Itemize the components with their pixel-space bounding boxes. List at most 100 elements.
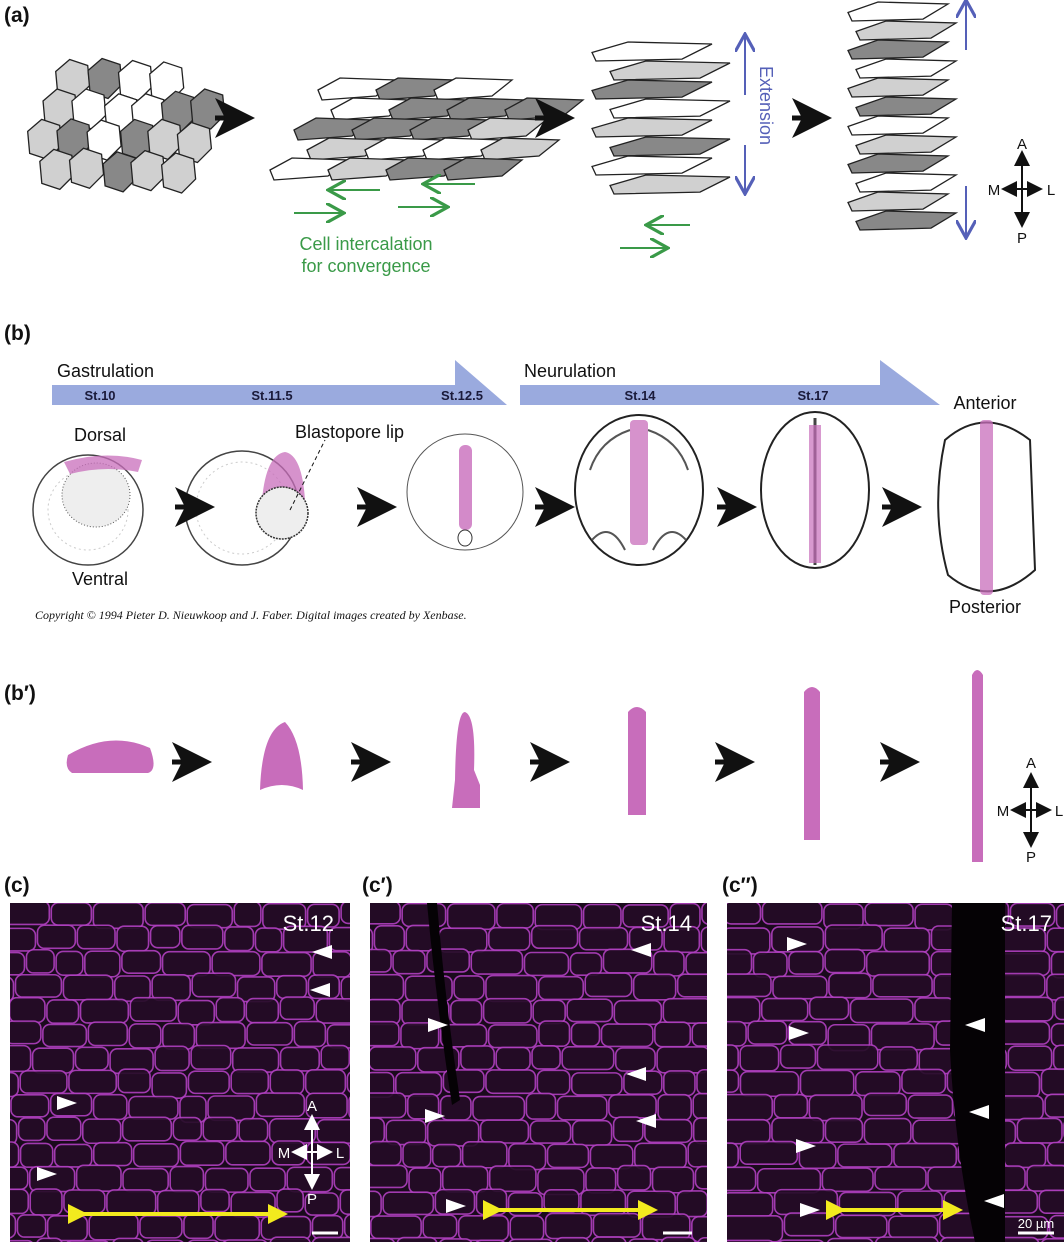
cell-outline <box>556 1095 608 1121</box>
cell <box>847 1 951 22</box>
cell-outline <box>798 1141 837 1170</box>
cell-outline <box>771 926 825 953</box>
cell-outline <box>1009 903 1056 927</box>
arrowhead-left <box>626 1067 646 1081</box>
cell-outline <box>874 1166 927 1191</box>
arrowhead-right <box>446 1199 466 1213</box>
cell-outline <box>485 1069 537 1095</box>
cell <box>591 41 713 62</box>
cell-outline <box>87 1021 129 1047</box>
cell-outline <box>863 1117 912 1145</box>
cell-outline <box>348 1096 350 1118</box>
axis-l: L <box>1055 803 1063 820</box>
cell-outline <box>1046 1141 1064 1167</box>
panel-a-label: (a) <box>4 4 30 27</box>
cell <box>847 77 951 98</box>
stage-label: St.11.5 <box>251 388 292 403</box>
gastrulation-bar <box>52 360 507 405</box>
cell-outline <box>276 1188 305 1213</box>
cell-outline <box>727 1215 784 1242</box>
cell-outline <box>657 1093 692 1122</box>
notochord-shape-st10 <box>66 740 154 773</box>
gastrulation-label: Gastrulation <box>57 361 154 381</box>
cell-outline <box>696 1068 707 1096</box>
cell-outline <box>370 1020 400 1047</box>
cell-outline <box>161 950 211 977</box>
cell-outline <box>333 1166 350 1191</box>
cell-outline <box>907 1094 954 1119</box>
cell-outline <box>63 1189 106 1214</box>
cell-outline <box>727 1093 774 1122</box>
cell-outline <box>1038 1189 1064 1215</box>
cell-outline <box>36 1237 63 1242</box>
cell-outline <box>10 996 46 1024</box>
cell-outline <box>694 1165 707 1190</box>
axis-cross-b-prime: A P M L <box>997 755 1063 866</box>
cell-outline <box>662 997 707 1024</box>
cell-outline <box>92 1093 128 1121</box>
cell-outline <box>81 1118 122 1145</box>
cell-outline <box>246 1021 294 1046</box>
cell-outline <box>701 903 707 925</box>
cell-outline <box>169 1165 205 1193</box>
axis-m: M <box>988 182 1001 199</box>
cell-outline <box>151 973 191 1002</box>
cell-outline <box>453 975 485 1000</box>
cell <box>190 88 226 130</box>
cell-sheet-intercalating <box>269 77 585 181</box>
cell-outline <box>816 1044 879 1071</box>
micrograph-st17 <box>727 903 1064 1242</box>
stage-label-st14: St.14 <box>641 911 692 936</box>
panel-c-double-prime-label: (c″) <box>722 874 758 897</box>
cell-outline <box>592 1212 642 1238</box>
cell-outline <box>117 1068 151 1094</box>
cell-outline <box>215 996 246 1023</box>
cell-outline <box>204 1167 249 1193</box>
cell-outline <box>311 1214 344 1240</box>
arrowhead-right <box>428 1018 448 1032</box>
cell-outline <box>19 1069 68 1094</box>
cell-outline <box>888 1215 939 1240</box>
cell-outline <box>578 926 629 951</box>
cell-outline <box>727 1166 757 1192</box>
cell-outline <box>632 973 677 1001</box>
cell-outline <box>370 1215 422 1240</box>
cell-outline <box>112 1237 144 1242</box>
cell-outline <box>29 1188 63 1216</box>
cell-outline <box>697 1236 707 1242</box>
cell <box>855 210 959 231</box>
dorsal-label: Dorsal <box>74 425 126 445</box>
cell-outline <box>824 1117 864 1143</box>
cell-outline <box>275 974 308 1000</box>
cell-outline <box>613 999 663 1026</box>
cell-outline <box>879 1046 919 1071</box>
cell-outline <box>195 1021 246 1050</box>
cell-outline <box>1052 1044 1064 1071</box>
cell-outline <box>555 1236 590 1242</box>
cell-outline <box>16 1214 47 1238</box>
cell-outline <box>311 1236 350 1242</box>
cell-outline <box>74 1046 109 1071</box>
axis-cross-a: A P M L <box>988 136 1055 247</box>
cell-outline <box>279 1046 321 1072</box>
neurulation-bar <box>520 360 940 405</box>
cell-outline <box>600 1023 654 1048</box>
cell-outline <box>402 1141 432 1168</box>
cell-cluster-initial <box>26 57 226 194</box>
cell-outline <box>261 951 312 978</box>
cell-outline <box>685 951 707 977</box>
midline-gap <box>427 903 460 1105</box>
cell-outline <box>654 1021 692 1048</box>
cell-outline <box>132 1142 180 1168</box>
cell-outline <box>652 950 685 977</box>
arrowhead-left <box>969 1105 989 1119</box>
cell-outline <box>31 1047 75 1074</box>
cell-outline <box>370 1164 408 1189</box>
cell-outline <box>128 1023 162 1049</box>
cell-outline <box>532 999 566 1025</box>
cell-outline <box>821 1167 874 1193</box>
cell-outline <box>727 1118 771 1145</box>
embryo-st12-5 <box>406 433 524 551</box>
cell-outline <box>10 1094 50 1118</box>
cell-outline <box>808 1094 863 1122</box>
